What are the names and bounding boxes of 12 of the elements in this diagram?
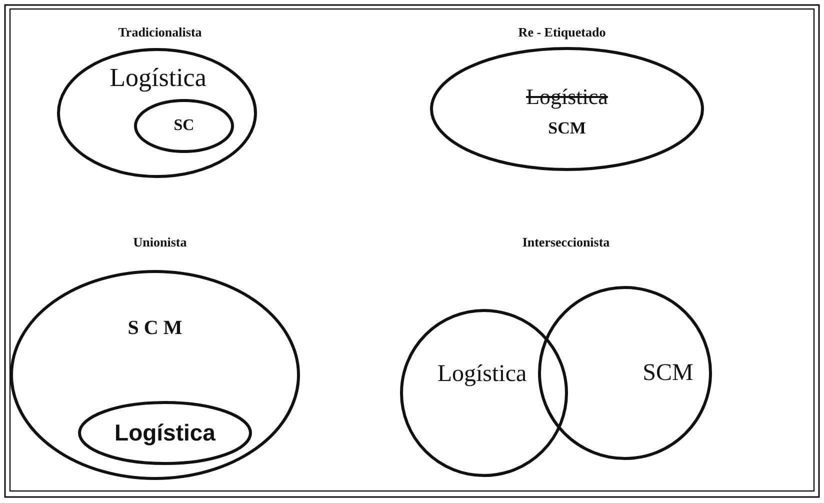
set-label: Logística <box>110 65 206 91</box>
set-label: SCM <box>548 120 586 136</box>
set-label: Logística <box>437 362 527 386</box>
group-heading: Unionista <box>133 236 187 248</box>
set-label: SC <box>174 118 194 134</box>
set-label: SCM <box>642 361 694 385</box>
group-heading: Re - Etiquetado <box>518 26 606 38</box>
group-heading: Tradicionalista <box>118 26 202 38</box>
struck-term-label: Logística <box>526 86 608 108</box>
set-label: S C M <box>128 318 182 338</box>
set-label: Logística <box>114 422 216 444</box>
group-heading: Interseccionista <box>522 236 610 248</box>
